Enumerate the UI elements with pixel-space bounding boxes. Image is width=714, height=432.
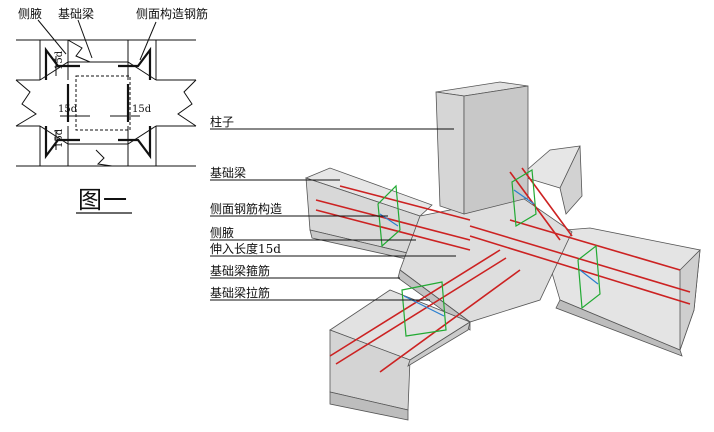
plan-view	[15, 39, 197, 167]
callout-side-haunch: 侧腋	[210, 225, 234, 240]
plan-dim-bottom-left: 15d	[54, 128, 65, 148]
plan-label-foundation-beam: 基础梁	[58, 6, 94, 21]
callout-beam-stirrup: 基础梁箍筋	[210, 263, 270, 278]
plan-dim-top-left: 15d	[54, 50, 65, 70]
figure-title: 图一	[78, 186, 128, 214]
plan-dim-mid-left: 15d	[58, 104, 78, 115]
iso-leaders	[210, 128, 456, 301]
plan-dim-mid-right: 15d	[132, 104, 152, 115]
callout-foundation-beam: 基础梁	[210, 165, 246, 180]
plan-leaders	[37, 19, 157, 61]
callout-anchor-length: 伸入长度15d	[210, 241, 281, 256]
ties	[379, 189, 599, 317]
plan-label-side-rebar: 侧面构造钢筋	[136, 6, 208, 21]
callout-beam-tie: 基础梁拉筋	[210, 285, 270, 300]
iso-view	[304, 81, 701, 421]
callout-column: 柱子	[210, 114, 234, 129]
stirrups	[377, 168, 601, 337]
plan-label-side-haunch: 侧腋	[18, 6, 42, 21]
callout-side-rebar: 侧面钢筋构造	[210, 201, 282, 216]
